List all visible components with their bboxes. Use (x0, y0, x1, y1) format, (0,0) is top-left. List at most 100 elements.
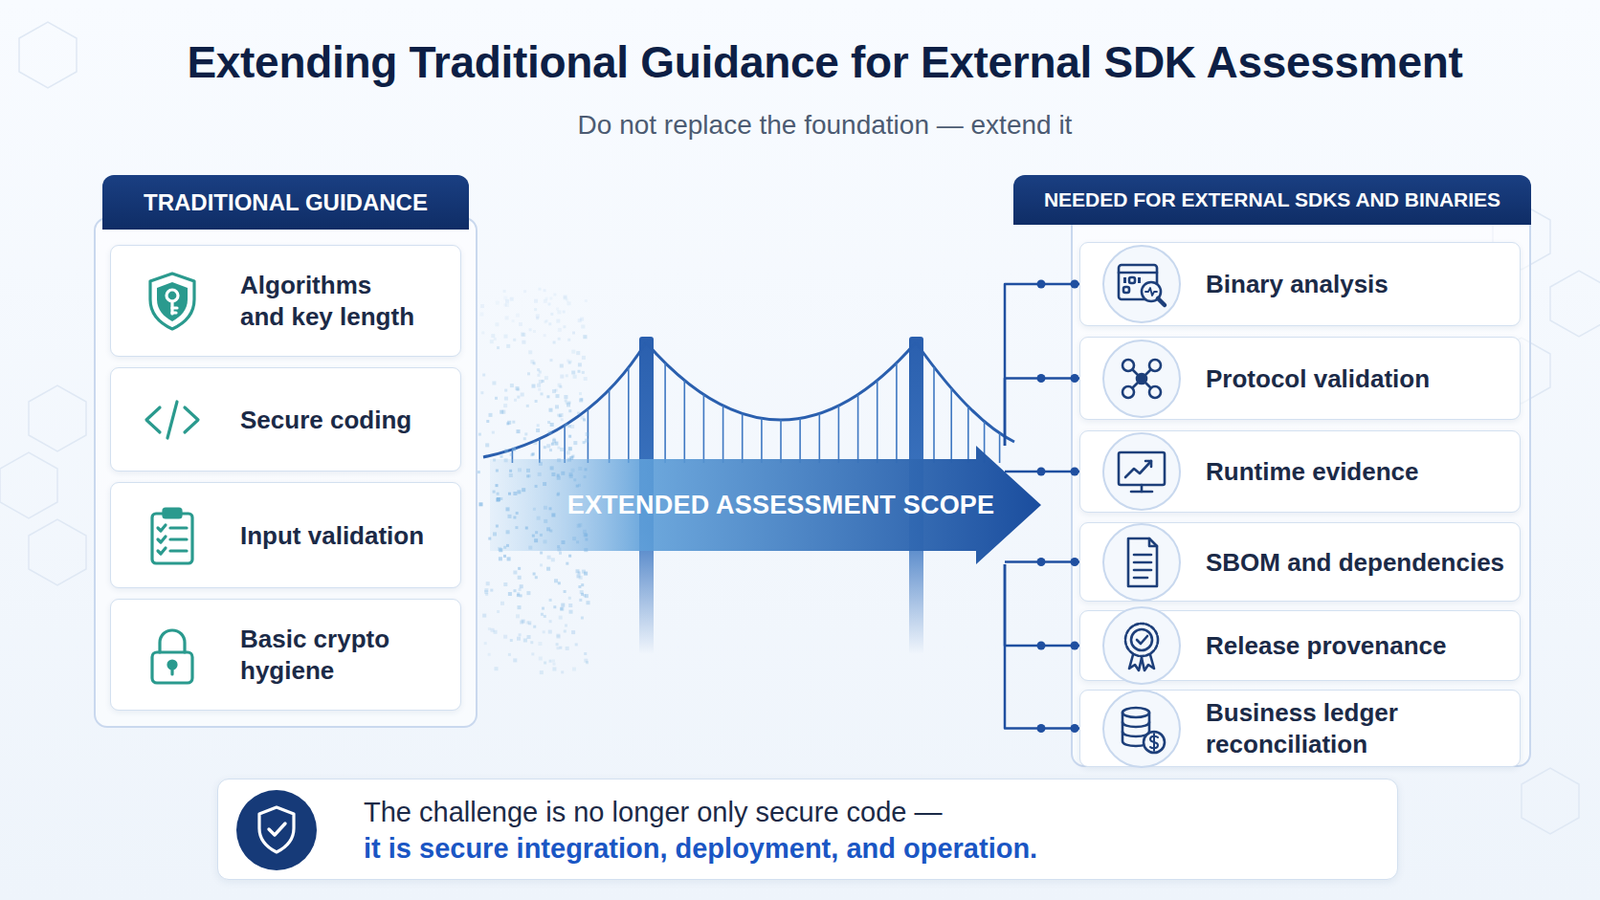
item-box: Binary analysis (1079, 242, 1521, 327)
icon-part (157, 525, 166, 532)
pixel-dot (541, 379, 545, 383)
pixel-dot (491, 431, 495, 435)
icon-part (1122, 359, 1134, 372)
pixel-dot (504, 448, 509, 453)
pixel-dot (551, 557, 556, 562)
pixel-dot (496, 346, 500, 350)
pixel-dot (510, 639, 513, 643)
arrow-body (489, 445, 1042, 565)
item-icon (138, 622, 206, 689)
pixel-dot (549, 296, 553, 300)
icon-part (1149, 359, 1161, 372)
pixel-dot (526, 404, 530, 408)
pixel-dot (490, 628, 495, 633)
pixel-dot (515, 614, 520, 619)
pixel-dot (580, 617, 584, 621)
pixel-dot (540, 392, 544, 396)
pixel-dot (507, 421, 512, 425)
pixel-dot (536, 383, 541, 388)
summary-banner: The challenge is no longer only secure c… (217, 778, 1399, 881)
pixel-dot (494, 322, 499, 327)
pixel-dot (482, 374, 486, 378)
pixel-dot (503, 295, 508, 300)
bracket-connector (1004, 378, 1080, 447)
pixel-dot (494, 666, 499, 671)
pixel-dot (553, 341, 556, 345)
pixel-dot (565, 562, 569, 566)
pixel-dot (489, 589, 493, 593)
pixel-dot (488, 653, 491, 657)
pixel-dot (586, 600, 591, 605)
pixel-dot (535, 313, 540, 318)
pixel-dot (566, 450, 571, 455)
pixel-dot (581, 371, 585, 375)
icon-part (167, 401, 178, 439)
pixel-dot (503, 582, 508, 587)
pixel-dot (505, 299, 510, 304)
icon-part (1133, 568, 1152, 572)
pixel-dot (518, 633, 522, 637)
connector-dot (1037, 280, 1046, 289)
pixel-dot (548, 303, 552, 307)
pixel-dot (558, 414, 562, 418)
pixel-dot (557, 581, 561, 585)
pixel-dot (571, 371, 576, 376)
item-label: Runtime evidence (1205, 456, 1512, 489)
icon-glyph (152, 509, 193, 564)
pixel-dot (503, 289, 507, 293)
pixel-dot (549, 599, 553, 602)
pixel-dot (548, 322, 552, 326)
item-icon (1101, 338, 1182, 420)
connector-dot (1070, 374, 1080, 383)
icon-part (170, 537, 187, 541)
pixel-dot (556, 646, 560, 650)
pixel-dot (567, 301, 572, 306)
pixel-dot (508, 653, 512, 657)
pixel-dot (526, 591, 531, 596)
item-box: SBOM and dependencies (1079, 522, 1521, 602)
icon-glyph (1122, 359, 1161, 399)
bridge-hanger (950, 388, 953, 464)
pixel-dot (573, 441, 578, 445)
item-icon (1101, 688, 1182, 770)
bridge-hanger (741, 413, 744, 464)
pixel-dot (516, 637, 521, 642)
pixel-dot (565, 374, 569, 378)
pixel-dot (510, 383, 514, 388)
item-box: Business ledger reconciliation (1079, 689, 1521, 768)
pixel-dot (507, 556, 512, 561)
pixel-dot (480, 304, 485, 309)
pixel-dot (581, 570, 586, 575)
pixel-dot (520, 393, 525, 398)
pixel-dot (573, 375, 578, 379)
item-box: Protocol validation (1079, 336, 1521, 421)
pixel-dot (534, 576, 538, 579)
pixel-dot (508, 592, 512, 597)
connector-dot (1070, 280, 1080, 289)
icon-ring (1103, 433, 1180, 511)
subtitle-label: Do not replace the foundation — extend i… (0, 109, 1600, 142)
pixel-dot (533, 625, 536, 629)
scope-arrow: EXTENDED ASSESSMENT SCOPE (489, 445, 1005, 565)
pixel-dot (515, 386, 520, 391)
item-icon (138, 386, 206, 454)
pixel-dot (543, 333, 547, 337)
item-box: Release provenance (1079, 610, 1521, 682)
bridge-hanger (838, 405, 841, 464)
pixel-dot (553, 438, 556, 442)
bridge-hanger (703, 395, 706, 464)
icon-part (1129, 277, 1135, 284)
icon-part (170, 549, 187, 553)
pixel-dot (517, 605, 522, 610)
pixel-dot (549, 620, 553, 623)
pixel-dot (533, 441, 537, 445)
connector-dot (1037, 467, 1046, 477)
pixel-dot (512, 338, 516, 342)
pixel-dot (563, 296, 568, 301)
pixel-dot (544, 376, 549, 380)
icon-part (1122, 722, 1150, 728)
pixel-dot (529, 328, 533, 332)
pixel-dot (504, 334, 509, 339)
pixel-dot (556, 635, 561, 640)
